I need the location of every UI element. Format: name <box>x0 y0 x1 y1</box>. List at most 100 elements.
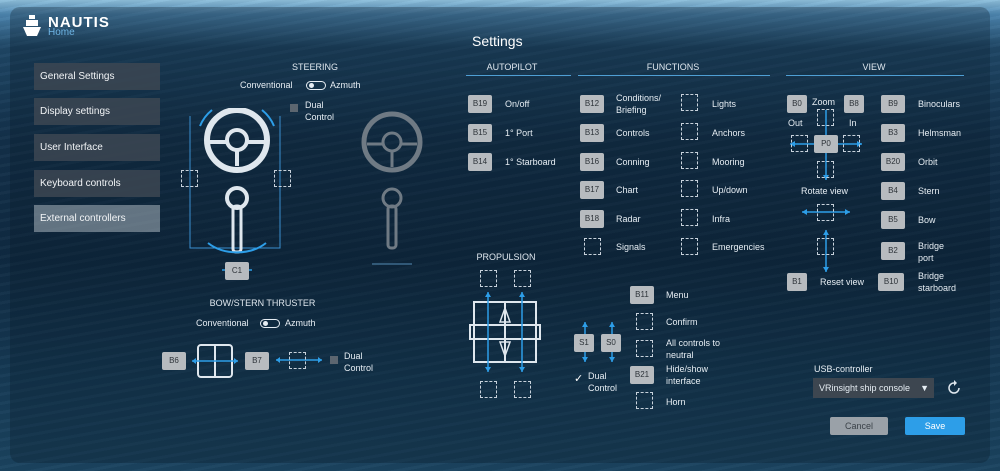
nav-general-settings[interactable]: General Settings <box>34 63 160 90</box>
view-key-bridge-port[interactable]: B2 <box>881 242 905 260</box>
thruster-dual-control-checkbox[interactable] <box>330 356 338 364</box>
view-key-bow[interactable]: B5 <box>881 211 905 229</box>
neutral-slot[interactable] <box>636 340 653 357</box>
functions-slot-updown[interactable] <box>681 180 698 197</box>
menu-key-b21[interactable]: B21 <box>630 366 654 384</box>
autopilot-label-2: 1° Starboard <box>505 157 556 167</box>
view-key-binoculars[interactable]: B9 <box>881 95 905 113</box>
functions-slot-mooring[interactable] <box>681 152 698 169</box>
thruster-slot[interactable] <box>289 352 306 369</box>
functions-slot-emergencies[interactable] <box>681 238 698 255</box>
horn-slot[interactable] <box>636 392 653 409</box>
view-rotate-label: Rotate view <box>801 186 849 196</box>
usb-controller-value: VRinsight ship console <box>819 383 911 393</box>
thruster-conventional-label: Conventional <box>196 318 249 328</box>
view-tilt-slot[interactable] <box>817 238 834 255</box>
usb-controller-select[interactable]: VRinsight ship console ▼ <box>813 378 934 398</box>
view-bottom-slot[interactable] <box>817 161 834 178</box>
view-left-slot[interactable] <box>791 135 808 152</box>
nav-display-settings[interactable]: Display settings <box>34 98 160 125</box>
save-button[interactable]: Save <box>905 417 965 435</box>
view-key-center[interactable]: P0 <box>814 135 838 153</box>
steering-title: STEERING <box>291 62 338 72</box>
nav-external-controllers[interactable]: External controllers <box>34 205 160 232</box>
view-label-stern: Stern <box>918 186 940 196</box>
refresh-icon[interactable] <box>946 380 962 396</box>
propulsion-title: PROPULSION <box>476 252 536 262</box>
functions-slot-lights[interactable] <box>681 94 698 111</box>
view-right-slot[interactable] <box>843 135 860 152</box>
azimuth-wheel-icon <box>361 111 423 265</box>
functions-label-3: Chart <box>616 185 639 195</box>
functions-key-0[interactable]: B12 <box>580 95 604 113</box>
thruster-dual-control-label: Dual Control <box>344 351 374 373</box>
horn-label: Horn <box>666 397 686 407</box>
functions-title: FUNCTIONS <box>646 62 700 72</box>
propulsion-lever-icon <box>469 292 541 372</box>
propulsion-bottom-left-slot[interactable] <box>480 381 497 398</box>
view-label-bridge-port: Bridge port <box>918 241 945 263</box>
steering-left-slot[interactable] <box>181 170 198 187</box>
steering-right-slot[interactable] <box>274 170 291 187</box>
autopilot-key-0[interactable]: B19 <box>468 95 492 113</box>
view-key-in[interactable]: B8 <box>844 95 864 113</box>
autopilot-key-2[interactable]: B14 <box>468 153 492 171</box>
view-key-reset[interactable]: B1 <box>787 273 807 291</box>
steering-mode-toggle[interactable] <box>306 81 326 90</box>
menu-key-s0[interactable]: S0 <box>601 334 621 352</box>
functions-key-3[interactable]: B17 <box>580 181 604 199</box>
view-rotate-slot[interactable] <box>817 204 834 221</box>
autopilot-key-1[interactable]: B15 <box>468 124 492 142</box>
view-key-out[interactable]: B0 <box>787 95 807 113</box>
functions-slot-5[interactable] <box>584 238 601 255</box>
nav-keyboard-controls[interactable]: Keyboard controls <box>34 170 160 197</box>
menu-key-s1[interactable]: S1 <box>574 334 594 352</box>
steering-dual-control-checkbox[interactable] <box>290 104 298 112</box>
view-label-orbit: Orbit <box>918 157 938 167</box>
view-key-helmsman[interactable]: B3 <box>881 124 905 142</box>
autopilot-rule <box>466 75 571 76</box>
confirm-slot[interactable] <box>636 313 653 330</box>
functions-key-4[interactable]: B18 <box>580 210 604 228</box>
thruster-key-b7[interactable]: B7 <box>245 352 269 370</box>
propulsion-bottom-right-slot[interactable] <box>514 381 531 398</box>
menu-label: Menu <box>666 290 689 300</box>
functions-label-emergencies: Emergencies <box>712 242 765 252</box>
steering-azmuth-label: Azmuth <box>330 80 361 90</box>
thruster-key-b6[interactable]: B6 <box>162 352 186 370</box>
view-key-stern[interactable]: B4 <box>881 182 905 200</box>
steering-conventional-label: Conventional <box>240 80 293 90</box>
view-top-slot[interactable] <box>817 109 834 126</box>
view-rotate-arrows-icon <box>802 209 850 272</box>
view-key-bridge-starboard[interactable]: B10 <box>878 273 904 291</box>
app-logo: NAUTIS Home <box>22 14 110 38</box>
thruster-azmuth-label: Azmuth <box>285 318 316 328</box>
functions-label-4: Radar <box>616 214 641 224</box>
functions-rule <box>578 75 770 76</box>
view-key-orbit[interactable]: B20 <box>881 153 905 171</box>
steering-key-c1[interactable]: C1 <box>225 262 249 280</box>
functions-label-1: Controls <box>616 128 650 138</box>
thruster-mode-toggle[interactable] <box>260 319 280 328</box>
thruster-title: BOW/STERN THRUSTER <box>209 298 316 308</box>
view-label-bridge-starboard: Bridge starboard <box>918 271 957 293</box>
functions-key-2[interactable]: B16 <box>580 153 604 171</box>
propulsion-top-right-slot[interactable] <box>514 270 531 287</box>
thruster-icon <box>192 344 238 378</box>
usb-controller-label: USB-controller <box>814 364 873 374</box>
functions-key-1[interactable]: B13 <box>580 124 604 142</box>
steering-dual-control-label: Dual Control <box>305 100 335 122</box>
cancel-button[interactable]: Cancel <box>830 417 888 435</box>
view-rule <box>786 75 964 76</box>
functions-slot-anchors[interactable] <box>681 123 698 140</box>
hide-show-label: Hide/show interface <box>666 364 709 386</box>
functions-slot-infra[interactable] <box>681 209 698 226</box>
chevron-down-icon: ▼ <box>920 383 929 393</box>
menu-dual-control-check-icon[interactable]: ✓ <box>574 373 584 385</box>
propulsion-top-left-slot[interactable] <box>480 270 497 287</box>
view-zoom-label: Zoom <box>812 97 836 107</box>
brand-name: NAUTIS <box>48 13 110 31</box>
nav-user-interface[interactable]: User Interface <box>34 134 160 161</box>
menu-key-b11[interactable]: B11 <box>630 286 654 304</box>
functions-label-mooring: Mooring <box>712 157 745 167</box>
